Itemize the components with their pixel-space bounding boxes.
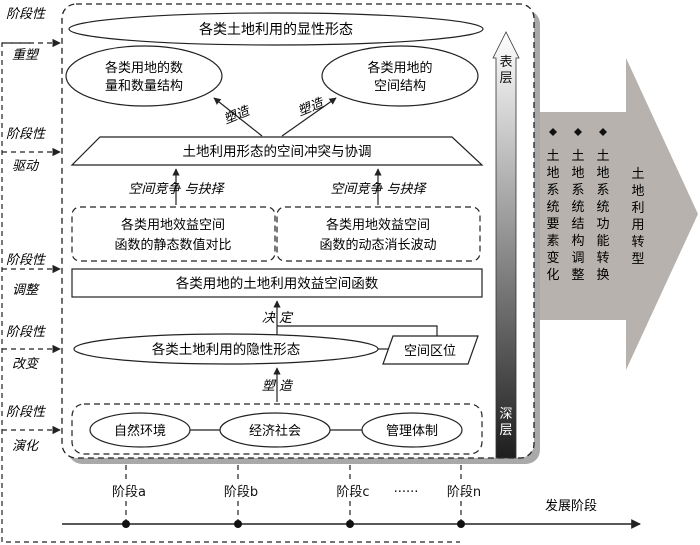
stage-1: 阶段a <box>96 465 162 528</box>
quantity-structure-line2: 量和数量结构 <box>105 79 183 94</box>
stage-dot <box>234 520 242 528</box>
surface-bottom-char: 层 <box>499 71 512 86</box>
deep-top-char: 深 <box>499 407 512 422</box>
economy-society-oval <box>219 412 331 448</box>
shape-label-lower: 塑 造 <box>262 379 294 394</box>
spatial-structure-oval <box>321 45 479 107</box>
left-label-b-2: 驱动 <box>12 159 40 174</box>
diamond-bullet-icon <box>599 128 607 136</box>
implicit-form-text: 各类土地利用的隐性形态 <box>152 342 301 358</box>
system-column-text: 土地系统结构调整 <box>571 149 584 283</box>
stage-dot <box>346 520 354 528</box>
static-comparison-line2: 函数的静态数值对比 <box>114 237 231 253</box>
stage-label: 阶段b <box>224 485 258 500</box>
stage-dot <box>122 520 130 528</box>
left-label-a-1: 阶段性 <box>6 7 47 22</box>
stage-label-bg <box>208 482 274 500</box>
spatial-location-box <box>382 335 479 365</box>
natural-environment-text: 自然环境 <box>114 423 166 439</box>
stage-4: ······ <box>394 485 419 500</box>
left-label-b-1: 重塑 <box>12 48 40 63</box>
spatial-location-text: 空间区位 <box>404 344 456 359</box>
system-column-1: 土地系统要素变化 <box>546 128 560 283</box>
benefit-function-bar <box>71 268 483 298</box>
spatial-structure-line1: 各类用地的 <box>367 60 432 76</box>
left-label-b-4: 改变 <box>12 356 40 372</box>
left-label-a-5: 阶段性 <box>6 405 47 420</box>
dynamic-fluctuation-line1: 各类用地效益空间 <box>326 217 430 233</box>
shape-arrow-left <box>213 97 263 137</box>
dynamic-fluctuation-box <box>276 206 481 262</box>
development-axis-label: 发展阶段 <box>545 498 597 514</box>
transformation-arrow <box>540 58 698 370</box>
conflict-coordination-text: 土地利用形态的空间冲突与协调 <box>183 144 372 160</box>
quantity-structure-oval <box>65 45 223 107</box>
deep-bottom-char: 层 <box>499 423 512 438</box>
left-label-b-3: 调整 <box>12 283 40 298</box>
transformation-arrow-text: 土地利用转型 <box>631 167 644 267</box>
system-column-2: 土地系统结构调整 <box>571 128 585 283</box>
natural-environment-oval <box>89 412 191 448</box>
left-label-a-2: 阶段性 <box>6 127 47 142</box>
stage-label-bg <box>320 482 386 500</box>
system-column-text: 土地系统要素变化 <box>546 149 559 283</box>
stage-label: 阶段a <box>112 485 146 500</box>
competition-label-left: 空间竞争 与抉择 <box>128 182 225 197</box>
stage-2: 阶段b <box>208 465 274 528</box>
surface-top-char: 表 <box>499 55 512 70</box>
stage-label-bg <box>431 482 497 500</box>
explicit-form-oval <box>68 12 484 46</box>
dynamic-fluctuation-line2: 函数的动态消长波动 <box>319 237 436 253</box>
competition-label-right: 空间竞争 与抉择 <box>330 182 427 197</box>
stage-label: 阶段c <box>336 485 369 500</box>
decide-label: 决 定 <box>262 310 294 326</box>
diamond-bullet-icon <box>574 128 582 136</box>
economy-society-text: 经济社会 <box>249 423 301 439</box>
left-label-a-4: 阶段性 <box>6 325 47 340</box>
system-column-3: 土地系统功能转换 <box>596 128 610 283</box>
explicit-form-title: 各类土地利用的显性形态 <box>199 22 353 38</box>
static-comparison-box <box>71 206 276 262</box>
left-label-a-3: 阶段性 <box>6 253 47 268</box>
benefit-function-text: 各类用地的土地利用效益空间函数 <box>176 276 379 292</box>
quantity-structure-line1: 各类用地的数 <box>105 60 183 76</box>
management-system-oval <box>361 412 463 448</box>
left-stage-labels: 阶段性 重塑 阶段性 驱动 阶段性 调整 阶段性 改变 阶段性 演化 <box>6 7 47 454</box>
management-system-text: 管理体制 <box>386 424 438 439</box>
stage-label: 阶段n <box>447 485 481 500</box>
stage-dot <box>457 520 465 528</box>
stage-3: 阶段c <box>320 465 386 528</box>
stage-label-bg <box>96 482 162 500</box>
stage-label: ······ <box>394 485 419 500</box>
static-comparison-line1: 各类用地效益空间 <box>121 217 225 233</box>
surface-deep-arrow <box>492 31 520 459</box>
system-column-text: 土地系统功能转换 <box>596 149 609 283</box>
shape-arrow-right <box>281 97 337 137</box>
left-label-b-5: 演化 <box>12 439 40 454</box>
transformation-text: 土地利用转型 <box>631 167 644 267</box>
diamond-bullet-icon <box>549 128 557 136</box>
spatial-structure-line2: 空间结构 <box>374 79 426 94</box>
stage-markers: 阶段a 阶段b 阶段c ······ 阶段n <box>96 465 497 528</box>
location-connector <box>277 325 438 336</box>
conflict-coordination-trapezoid <box>70 136 484 166</box>
stage-5: 阶段n <box>431 465 497 528</box>
